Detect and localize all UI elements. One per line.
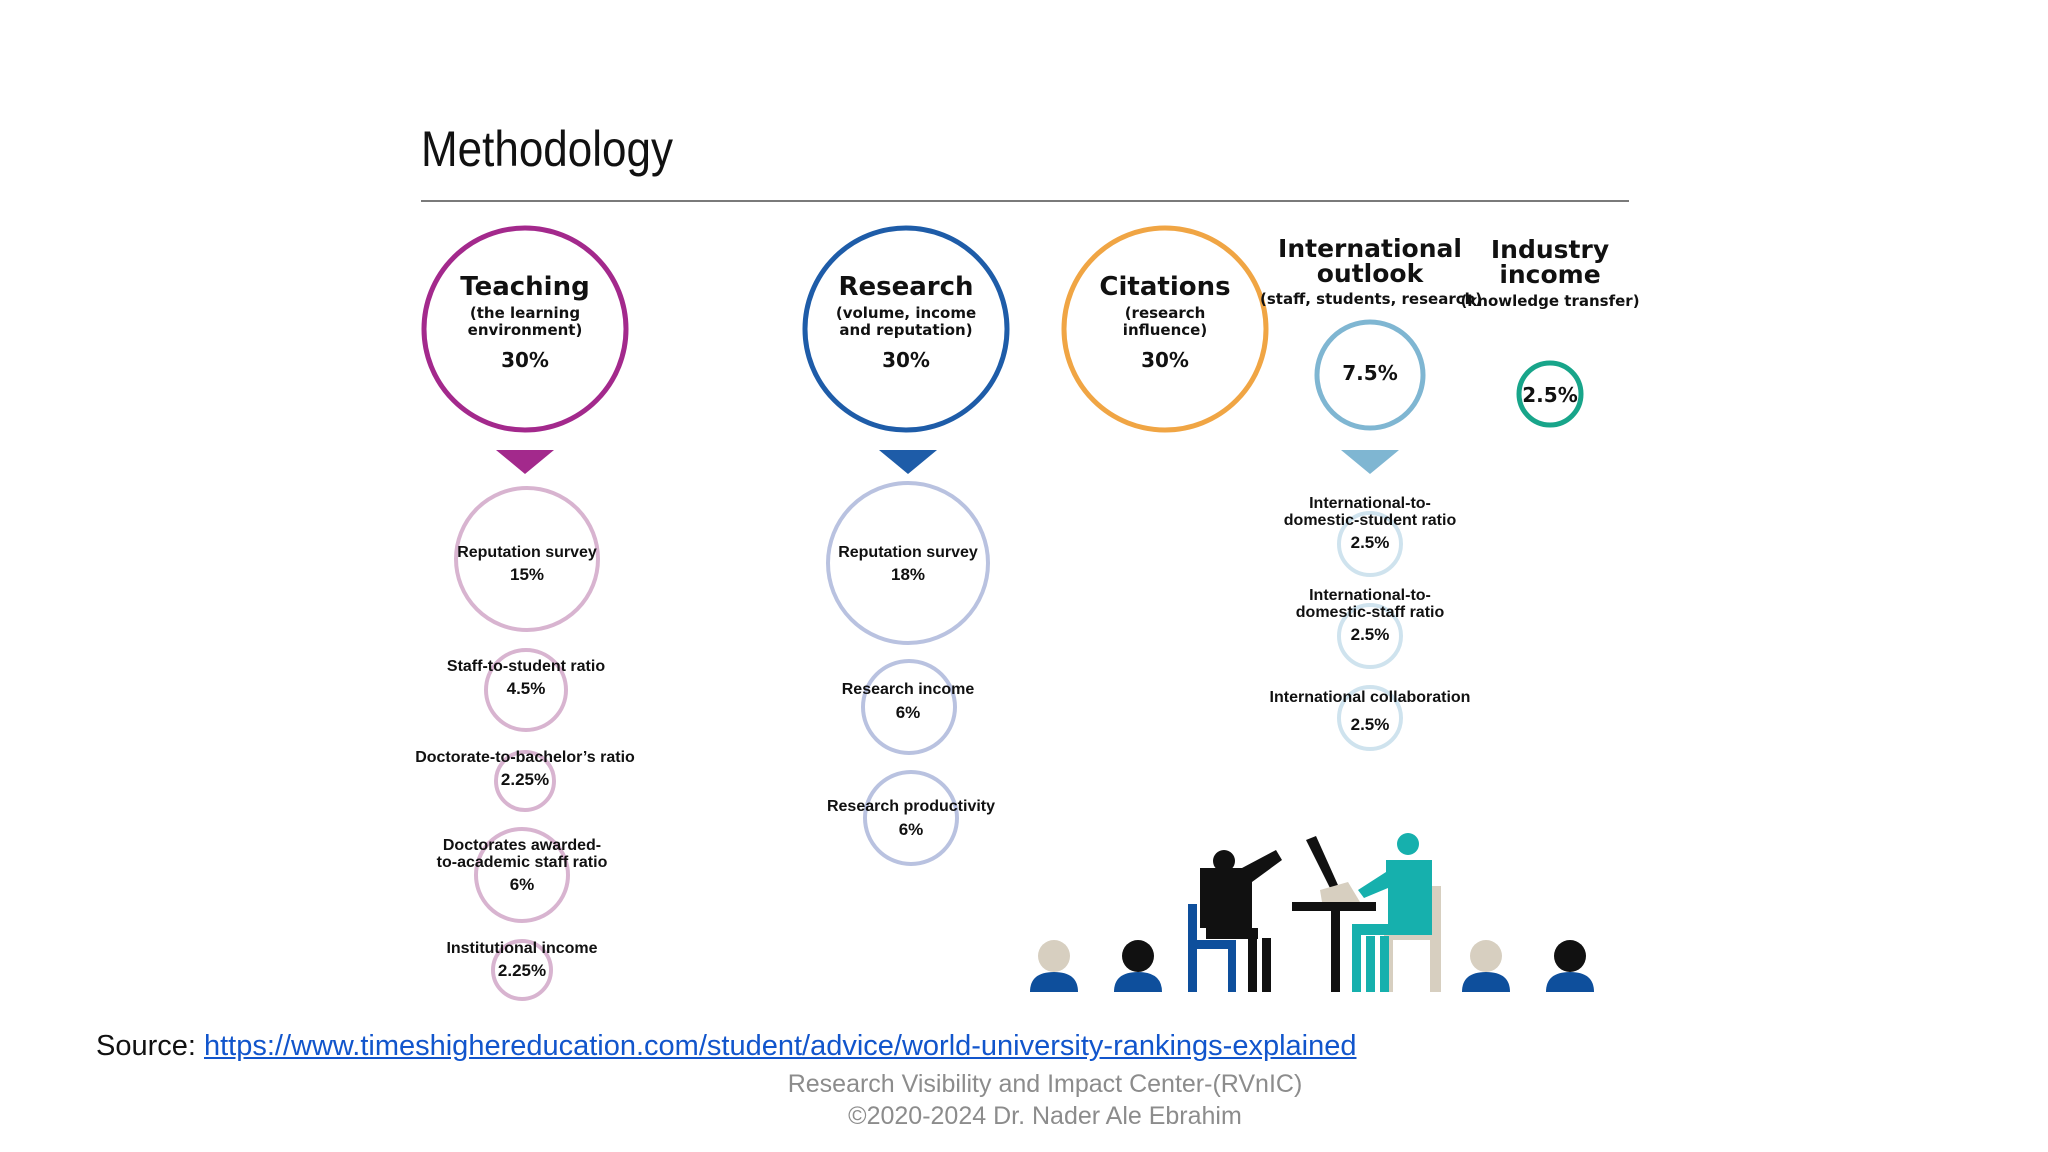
teaching-metric: Doctorate-to-bachelor’s ratio 2.25% — [375, 749, 675, 789]
research-metric-circle — [826, 481, 990, 645]
research-metric: Research income 6% — [788, 681, 1028, 722]
teaching-metric-circle — [474, 827, 570, 923]
teaching-metric-circle — [454, 486, 600, 632]
metric-label: Reputation survey — [838, 544, 978, 561]
metric-weight: 15% — [509, 564, 545, 584]
research-pointer-icon — [879, 450, 937, 474]
desk-icon — [1292, 836, 1376, 992]
metric-weight: 4.5% — [506, 678, 546, 698]
metric-label: International-to- — [1309, 495, 1431, 512]
metric-weight: 2.25% — [497, 960, 547, 980]
international-circle — [1314, 319, 1426, 431]
footer-center-name: Research Visibility and Impact Center-(R… — [787, 1070, 1303, 1098]
person-icon — [1546, 940, 1594, 992]
teaching-metric: Doctorates awarded- to-academic staff ra… — [382, 837, 662, 894]
international-label-group: International outlook (staff, students, … — [1260, 234, 1483, 308]
international-metric-circle — [1337, 511, 1403, 577]
international-pointer-icon — [1341, 450, 1399, 474]
industry-subtitle: (knowledge transfer) — [1460, 292, 1640, 310]
source-link[interactable]: https://www.timeshighereducation.com/stu… — [204, 1030, 1357, 1062]
industry-title-line: Industry — [1490, 235, 1610, 264]
citations-weight: 30% — [1141, 348, 1189, 373]
teaching-subtitle-line: environment) — [467, 320, 583, 339]
industry-title-line: income — [1499, 260, 1601, 289]
teaching-metric-circle — [484, 648, 568, 732]
metric-label: Institutional income — [446, 940, 598, 957]
citations-title: Citations — [1099, 272, 1231, 302]
industry-label-group: Industry income (knowledge transfer) — [1460, 237, 1640, 310]
research-circle — [802, 225, 1010, 433]
industry-weight: 2.5% — [1522, 383, 1578, 407]
metric-label: Research productivity — [826, 798, 996, 815]
research-label-group: Research (volume, income and reputation)… — [806, 272, 1006, 373]
metric-weight: 18% — [890, 564, 926, 584]
person-icon — [1462, 940, 1510, 992]
citations-subtitle-line: influence) — [1122, 320, 1208, 339]
citations-circle — [1061, 225, 1269, 433]
teaching-subtitle-line: (the learning — [469, 304, 581, 323]
chair-icon — [1188, 904, 1236, 992]
industry-circle — [1516, 360, 1584, 428]
metric-label: International-to- — [1309, 587, 1431, 604]
metric-label: Reputation survey — [457, 544, 597, 561]
metric-weight: 2.25% — [500, 769, 550, 789]
metric-label: to-academic staff ratio — [436, 853, 608, 871]
international-metric-circle — [1337, 603, 1403, 669]
research-metric: Research productivity 6% — [791, 798, 1031, 839]
research-weight: 30% — [882, 348, 930, 373]
teaching-metric-circle — [491, 939, 553, 1001]
metric-label: Research income — [841, 681, 975, 698]
research-metric: Reputation survey 18% — [788, 544, 1028, 584]
title-divider — [421, 200, 1629, 202]
metric-weight: 2.5% — [1350, 714, 1390, 734]
metric-weight: 6% — [895, 702, 921, 722]
international-metric: International-to- domestic-student ratio… — [1230, 495, 1510, 552]
citations-label-group: Citations (research influence) 30% — [1065, 272, 1265, 373]
page-title: Methodology — [421, 121, 673, 177]
source-prefix: Source: — [96, 1030, 204, 1062]
teaching-metric: Institutional income 2.25% — [382, 940, 662, 980]
international-title-line: outlook — [1316, 259, 1424, 288]
people-illustration — [1030, 833, 1594, 992]
citations-subtitle-line: (research — [1124, 304, 1206, 323]
metric-label: Doctorates awarded- — [442, 837, 602, 854]
research-subtitle-line: and reputation) — [839, 320, 973, 339]
student-figure-icon — [1200, 850, 1282, 992]
international-metric: International-to- domestic-staff ratio 2… — [1230, 587, 1510, 644]
person-icon — [1114, 940, 1162, 992]
metric-weight: 6% — [509, 874, 535, 894]
teaching-pointer-icon — [496, 450, 554, 474]
metric-label: domestic-student ratio — [1283, 511, 1457, 529]
international-weight: 7.5% — [1342, 361, 1398, 385]
metric-label: Staff-to-student ratio — [446, 658, 606, 675]
research-metric-circle — [861, 659, 957, 755]
metric-label: domestic-staff ratio — [1295, 603, 1445, 621]
teaching-weight: 30% — [501, 348, 549, 373]
teacher-figure-icon — [1352, 833, 1432, 992]
teaching-title: Teaching — [460, 272, 590, 302]
teaching-metric: Staff-to-student ratio 4.5% — [386, 658, 666, 698]
international-metric-circle — [1337, 685, 1403, 751]
research-metric-circle — [863, 770, 959, 866]
international-title-line: International — [1278, 234, 1462, 263]
metric-weight: 2.5% — [1350, 532, 1390, 552]
metric-weight: 6% — [898, 819, 924, 839]
teaching-circle — [421, 225, 629, 433]
research-subtitle-line: (volume, income — [835, 304, 977, 323]
metric-label: Doctorate-to-bachelor’s ratio — [415, 749, 635, 766]
international-subtitle: (staff, students, research) — [1260, 290, 1483, 308]
international-metric: International collaboration 2.5% — [1210, 689, 1530, 734]
metric-label: International collaboration — [1269, 689, 1471, 706]
research-title: Research — [838, 272, 974, 302]
footer-copyright: ©2020-2024 Dr. Nader Ale Ebrahim — [848, 1102, 1242, 1130]
person-icon — [1030, 940, 1078, 992]
teaching-metric-circle — [494, 750, 556, 812]
source-line: Source: https://www.timeshighereducation… — [96, 1030, 1357, 1063]
teaching-label-group: Teaching (the learning environment) 30% — [425, 272, 625, 373]
teaching-metric: Reputation survey 15% — [407, 544, 647, 584]
metric-weight: 2.5% — [1350, 624, 1390, 644]
